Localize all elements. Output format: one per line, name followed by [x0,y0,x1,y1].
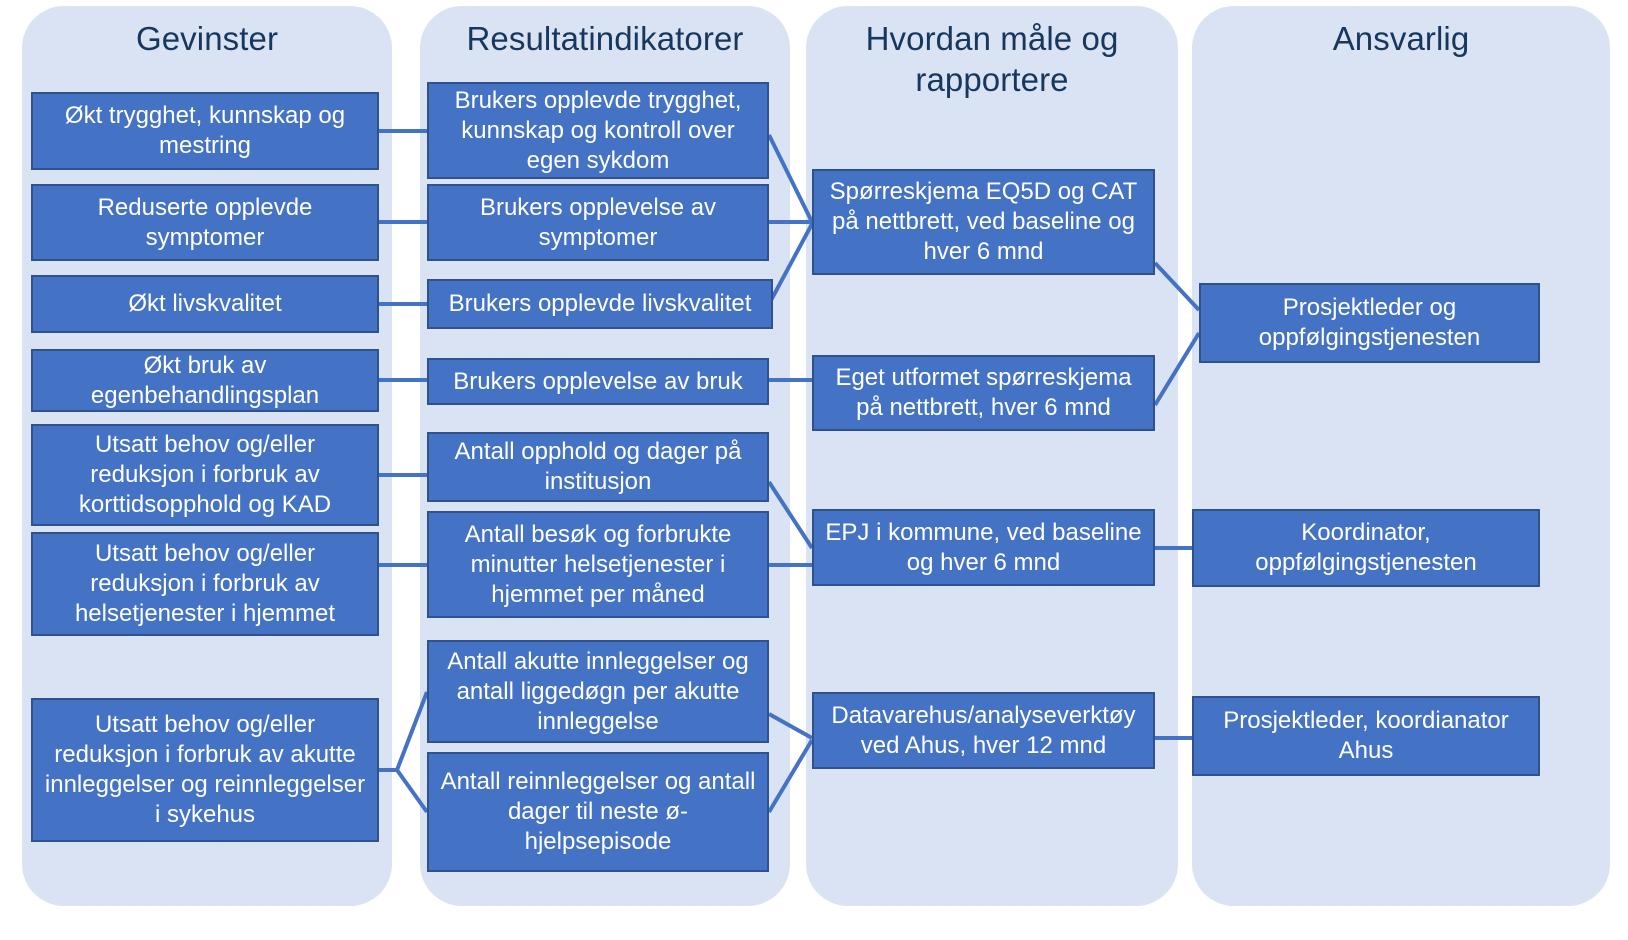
node-gevinst-3[interactable]: Økt livskvalitet [31,275,379,333]
panel-title-ansvarlig: Ansvarlig [1332,20,1470,57]
node-maling-1[interactable]: Spørreskjema EQ5D og CAT på nettbrett, v… [812,169,1155,275]
node-gevinst-6[interactable]: Utsatt behov og/eller reduksjon i forbru… [31,532,379,636]
node-gevinst-1[interactable]: Økt trygghet, kunnskap og mestring [31,92,379,170]
node-maling-3[interactable]: EPJ i kommune, ved baseline og hver 6 mn… [812,509,1155,586]
node-ansvarlig-3[interactable]: Prosjektleder, koordianator Ahus [1192,696,1540,776]
node-indikator-4[interactable]: Brukers opplevelse av bruk [427,358,769,405]
node-indikator-1[interactable]: Brukers opplevde trygghet, kunnskap og k… [427,82,769,179]
node-gevinst-5[interactable]: Utsatt behov og/eller reduksjon i forbru… [31,424,379,526]
node-indikator-7[interactable]: Antall akutte innleggelser og antall lig… [427,640,769,743]
node-indikator-8[interactable]: Antall reinnleggelser og antall dager ti… [427,752,769,872]
node-maling-2[interactable]: Eget utformet spørreskjema på nettbrett,… [812,355,1155,431]
node-indikator-5[interactable]: Antall opphold og dager på institusjon [427,432,769,502]
node-indikator-2[interactable]: Brukers opplevelse av symptomer [427,184,769,261]
node-ansvarlig-1[interactable]: Prosjektleder og oppfølgingstjenesten [1199,283,1540,363]
node-gevinst-2[interactable]: Reduserte opplevde symptomer [31,184,379,261]
node-gevinst-4[interactable]: Økt bruk av egenbehandlingsplan [31,349,379,412]
node-ansvarlig-2[interactable]: Koordinator, oppfølgingstjenesten [1192,509,1540,587]
panel-title-hvordan-male: Hvordan måle og rapportere [865,20,1119,98]
node-maling-4[interactable]: Datavarehus/analyseverktøy ved Ahus, hve… [812,692,1155,769]
node-indikator-3[interactable]: Brukers opplevde livskvalitet [427,279,773,329]
panel-title-resultatindikatorer: Resultatindikatorer [466,20,744,57]
panel-hvordan-male [806,6,1178,906]
node-indikator-6[interactable]: Antall besøk og forbrukte minutter helse… [427,511,769,618]
node-gevinst-7[interactable]: Utsatt behov og/eller reduksjon i forbru… [31,698,379,842]
panel-title-gevinster: Gevinster [135,20,279,57]
